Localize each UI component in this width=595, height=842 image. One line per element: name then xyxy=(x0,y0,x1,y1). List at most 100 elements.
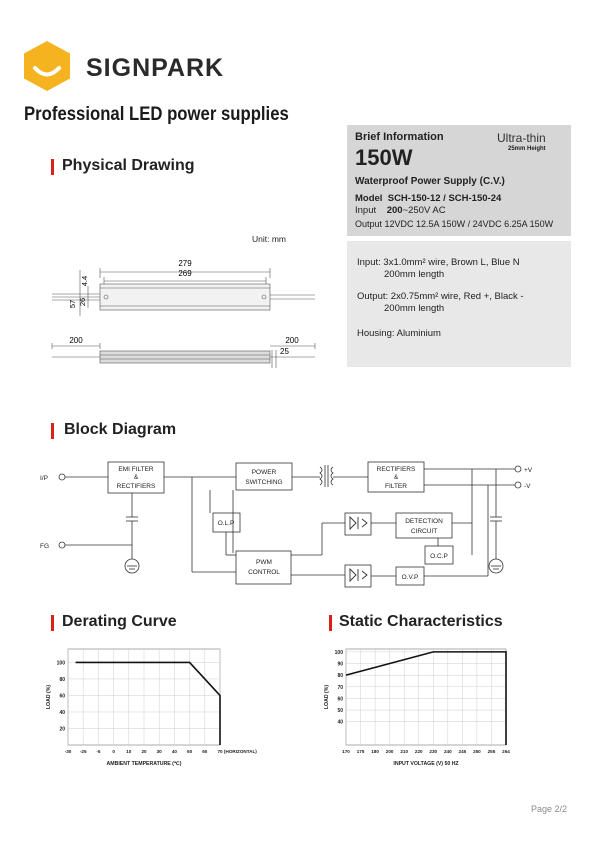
emi-line1: EMI FILTER xyxy=(118,466,154,473)
x-tick-label: 170 xyxy=(342,749,350,754)
block-diagram-title: Block Diagram xyxy=(64,421,177,438)
neg-output: -V xyxy=(524,483,531,490)
physical-drawing-title: Physical Drawing xyxy=(62,157,195,174)
x-axis-label: AMBIENT TEMPERATURE (℃) xyxy=(107,760,182,767)
rf-line1: RECTIFIERS xyxy=(377,466,416,473)
model-row: Model SCH-150-12 / SCH-150-24 xyxy=(355,193,501,205)
dim-200-left: 200 xyxy=(69,336,83,345)
brief-title: Brief Information xyxy=(355,131,444,143)
x-tick-label: 30 xyxy=(157,749,163,754)
pos-output: +V xyxy=(524,467,533,474)
dim-4-4: 4.4 xyxy=(80,276,89,286)
x-tick-label: 0 xyxy=(112,749,115,754)
detail-housing: Housing: Aluminium xyxy=(357,328,441,339)
pwm-line1: PWM xyxy=(256,559,272,566)
dim-25: 25 xyxy=(280,347,289,356)
derating-chart: 100 80 60 40 20 -30 -25 -5 0 10 20 30 40 50 60 70(HORIZ… xyxy=(46,648,257,767)
input-value-strong: 200 xyxy=(386,205,403,216)
page-number: Page 2/2 xyxy=(530,804,567,814)
y-tick-label: 90 xyxy=(337,662,343,668)
dim-26: 26 xyxy=(78,298,87,306)
rf-line3: FILTER xyxy=(385,483,407,490)
section-marker xyxy=(51,423,54,439)
x-tick-label: 250 xyxy=(473,749,481,754)
x-axis-label: INPUT VOLTAGE (V) 50 HZ xyxy=(393,761,459,767)
y-tick-label: 80 xyxy=(337,673,343,679)
series-name: Ultra-thin xyxy=(497,131,546,145)
x-tick-label: 70 xyxy=(217,749,223,754)
detail-output-2: 200mm length xyxy=(384,303,445,314)
section-marker xyxy=(51,615,54,631)
x-tick-label: 200 xyxy=(386,749,394,754)
input-value-rest: ~250V AC xyxy=(402,205,446,216)
page-headline: Professional LED power supplies xyxy=(24,104,289,125)
dim-57: 57 xyxy=(68,300,77,308)
pwm-line2: CONTROL xyxy=(248,569,280,576)
dim-269: 269 xyxy=(178,269,192,278)
det-line1: DETECTION xyxy=(405,518,443,525)
x-tick-label: 175 xyxy=(357,749,365,754)
x-tick-label: -25 xyxy=(80,749,87,754)
y-tick-label: 20 xyxy=(59,726,65,732)
y-axis-label: LOAD (%) xyxy=(46,685,52,709)
y-tick-label: 80 xyxy=(59,677,65,683)
input-row: Input 200~250V AC xyxy=(355,205,446,217)
model-label: Model xyxy=(355,193,383,204)
x-tick-label: 50 xyxy=(187,749,193,754)
input-label: Input xyxy=(355,205,377,216)
emi-line3: RECTIFIERS xyxy=(117,483,156,490)
x-tick-label: -5 xyxy=(96,749,101,754)
ocp-label: O.C.P xyxy=(430,553,448,560)
section-marker xyxy=(329,615,332,631)
ip-label: I/P xyxy=(40,475,48,482)
y-tick-label: 40 xyxy=(59,710,65,716)
x-tick-label: 180 xyxy=(371,749,379,754)
emi-line2: & xyxy=(134,474,139,481)
detail-input-2: 200mm length xyxy=(384,269,445,280)
x-tick-label: 264 xyxy=(502,749,510,754)
detail-output-1: Output: 2x0.75mm² wire, Red +, Black - xyxy=(357,291,524,302)
x-tick-label: 245 xyxy=(459,749,467,754)
x-tick-label: 220 xyxy=(415,749,423,754)
derating-curve-title: Derating Curve xyxy=(62,613,177,630)
x-tick-label: -30 xyxy=(65,749,72,754)
detail-input-1: Input: 3x1.0mm² wire, Brown L, Blue N xyxy=(357,257,520,268)
section-marker xyxy=(51,159,54,175)
plot-frame xyxy=(345,648,507,746)
x-tick-label: 230 xyxy=(429,749,437,754)
y-tick-label: 60 xyxy=(337,696,343,702)
model-value: SCH-150-12 / SCH-150-24 xyxy=(387,193,502,204)
x-tick-label: 255 xyxy=(488,749,496,754)
x-tick-label: 20 xyxy=(141,749,147,754)
x-tick-extra: (HORIZONTAL) xyxy=(224,749,257,754)
ps-line2: SWITCHING xyxy=(245,479,282,486)
x-tick-label: 240 xyxy=(444,749,452,754)
physical-drawing: 279 269 4.4 26 57 200 200 25 xyxy=(51,259,316,368)
static-characteristics-title: Static Characteristics xyxy=(339,613,503,630)
brand-name: SIGNPARK xyxy=(86,54,225,82)
olp-label: O.L.P xyxy=(218,520,235,527)
y-tick-label: 60 xyxy=(59,693,65,699)
x-tick-label: 60 xyxy=(202,749,208,754)
y-tick-label: 100 xyxy=(335,650,344,656)
details-panel: Input: 3x1.0mm² wire, Brown L, Blue N 20… xyxy=(347,241,571,367)
brief-info-panel: Brief Information Ultra-thin 25mm Height… xyxy=(347,125,571,236)
dim-200-right: 200 xyxy=(285,336,299,345)
ps-line1: POWER xyxy=(252,469,277,476)
y-tick-label: 40 xyxy=(337,720,343,726)
y-axis-label: LOAD (%) xyxy=(324,685,330,709)
output-row: Output 12VDC 12.5A 150W / 24VDC 6.25A 15… xyxy=(355,219,554,229)
series-line xyxy=(345,651,507,745)
unit-label: Unit: mm xyxy=(252,234,286,244)
x-tick-label: 210 xyxy=(400,749,408,754)
x-tick-label: 40 xyxy=(172,749,178,754)
block-diagram: I/P FG EMI FILTER & RECTIFIERS POWER SWI… xyxy=(40,461,533,588)
y-tick-label: 100 xyxy=(57,660,66,666)
y-tick-label: 50 xyxy=(337,708,343,714)
power-rating: 150W xyxy=(355,145,413,170)
det-line2: CIRCUIT xyxy=(411,528,437,535)
series-line xyxy=(75,661,221,745)
ovp-label: O.V.P xyxy=(402,574,419,581)
x-tick-label: 10 xyxy=(126,749,132,754)
